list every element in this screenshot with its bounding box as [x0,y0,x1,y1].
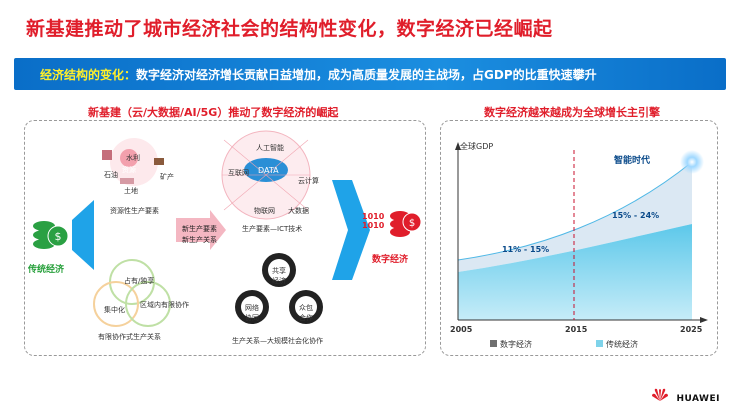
x-tick-2025: 2025 [680,325,703,334]
resource-oil: 石油 [104,171,118,179]
binary-line-1: 1010 [362,212,385,221]
resource-water: 水利 [126,154,140,162]
ict-caption: 生产要素—ICT技术 [242,225,303,233]
mine-icon [154,158,164,165]
share-2025-label: 15% - 24% [612,211,660,220]
left-panel-box [24,120,426,356]
svg-text:$: $ [409,218,415,229]
ict-internet: 互联网 [228,169,249,177]
resource-center-label: 资源 [122,166,136,174]
share-2015-label: 11% - 15% [502,245,550,254]
banner-label: 经济结构的变化： [40,68,137,82]
digital-economy-area [458,162,692,272]
arrow-new-relation: 新生产关系 [182,236,217,244]
resource-center [120,149,138,167]
x-tick-2015: 2015 [565,325,588,334]
brand-name: HUAWEI [676,394,720,404]
ict-ai: 人工智能 [256,144,284,152]
traditional-economy-label: 传统经济 [28,265,65,275]
ict-cloud: 云计算 [298,177,319,185]
relation-circle-right [125,281,171,327]
era-glow [680,150,704,174]
banner [14,58,726,90]
banner-text: 经济结构的变化：数字经济对经济增长贡献日益增加，成为高质量发展的主战场，占GDP… [40,66,597,83]
digital-line [457,161,693,261]
ict-iot: 物联网 [254,207,275,215]
legend-digital-swatch [490,340,497,347]
huawei-logo-icon [652,388,668,401]
legend-digital-label: 数字经济 [500,340,532,349]
pink-arrow [176,210,226,250]
relation-circle-left [93,281,139,327]
banner-body: 数字经济对经济增长贡献日益增加，成为高质量发展的主战场，占GDP的比重快速攀升 [136,68,597,82]
chevron-right-shape [332,180,370,280]
arrow-new-factor: 新生产要素 [182,225,217,233]
land-icon [120,178,134,184]
data-cloud [244,158,288,182]
y-axis-label: 全球GDP [460,142,494,151]
left-panel-header: 新基建（云/大数据/AI/5G）推动了数字经济的崛起 [88,106,339,119]
relation-central: 集中化 [104,306,125,314]
chevron-left-shape [72,200,94,270]
ict-data: DATA [258,166,279,175]
gear-caption: 生产关系—大规模社会化协作 [232,337,323,345]
right-panel-header: 数字经济越来越成为全球增长主引擎 [484,106,660,119]
ict-bigdata: 大数据 [288,207,309,215]
svg-text:$: $ [55,230,62,243]
relation-caption: 有限协作式生产关系 [98,333,161,341]
left-panel-graphic: $ $ [33,130,422,327]
resource-land: 土地 [124,187,138,195]
x-tick-2005: 2005 [450,325,473,334]
right-panel-box [440,120,718,356]
binary-line-2: 1010 [362,221,385,230]
relation-regional: 区域内有限协作 [140,301,189,309]
legend-traditional-label: 传统经济 [606,340,638,349]
era-label: 智能时代 [614,156,651,166]
gear-share-label: 共享经济 [272,267,286,285]
gear-network-label: 网络协同 [245,304,259,322]
traditional-economy-area [458,224,692,320]
relation-own: 占有/独享 [124,277,155,285]
resource-caption: 资源性生产要素 [110,207,159,215]
oil-icon [102,150,112,160]
page-title: 新基建推动了城市经济社会的结构性变化，数字经济已经崛起 [26,18,553,40]
legend-traditional-swatch [596,340,603,347]
gear-crowd-label: 众包合作 [299,304,313,322]
growth-chart [455,142,708,323]
resource-mine: 矿产 [160,173,174,181]
digital-economy-label: 数字经济 [372,255,409,265]
coin-stack-digital [390,227,410,237]
